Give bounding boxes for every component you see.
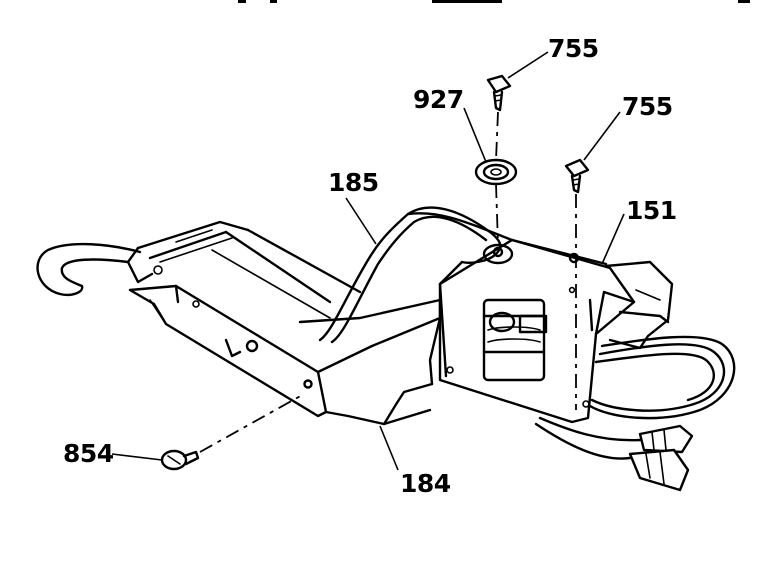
part-755-screw-top — [486, 74, 512, 112]
callout-184: 184 — [400, 469, 451, 498]
part-854-screw — [160, 449, 200, 471]
callout-927: 927 — [413, 85, 464, 114]
wire-harness — [534, 335, 736, 492]
part-927-washer — [474, 158, 518, 186]
callout-854: 854 — [63, 439, 114, 468]
callout-151: 151 — [626, 196, 677, 225]
callout-185: 185 — [328, 168, 379, 197]
callout-labels: 755 927 755 185 151 854 184 — [63, 34, 677, 498]
cropped-top-marks — [238, 0, 750, 3]
part-755-screw-right — [564, 158, 590, 194]
callout-755-right: 755 — [622, 92, 673, 121]
assembly-guide-lines — [199, 111, 577, 453]
part-185-rod — [318, 206, 514, 344]
part-151-motor — [438, 238, 674, 424]
leader-lines — [111, 51, 625, 471]
callout-755-top: 755 — [548, 34, 599, 63]
part-184-bracket — [36, 220, 442, 426]
